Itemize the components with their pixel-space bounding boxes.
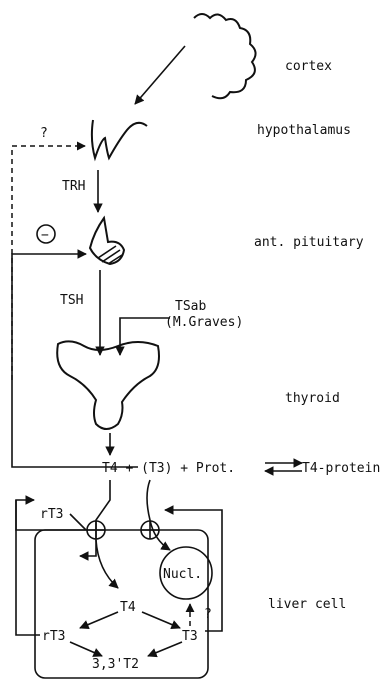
t4-cell-label: T4 (120, 600, 136, 615)
t4-protein-label: T4-protein (302, 461, 380, 476)
tsh-label: TSH (60, 293, 83, 308)
pituitary-hatch-1 (98, 246, 116, 258)
cortex-label: cortex (285, 59, 332, 74)
hypothalamus-label: hypothalamus (257, 123, 351, 138)
minus-sign: − (41, 228, 49, 243)
t4-to-t3-arrow (142, 612, 180, 628)
t4-to-rt3-arrow (80, 612, 118, 628)
question-mark-top: ? (40, 126, 48, 141)
feedback-line (12, 254, 138, 467)
t3-to-t2-arrow (148, 642, 182, 656)
t3-cell-label: T3 (182, 629, 198, 644)
m-graves-label: (M.Graves) (165, 315, 243, 330)
question-mark-nucl: ? (204, 607, 212, 622)
rt3-to-t2-arrow (70, 642, 102, 656)
cortex-arrow (135, 46, 185, 104)
rt3-left-efflux (16, 500, 40, 635)
rt3-top-label: rT3 (40, 507, 63, 522)
t4-uptake-arrow (80, 480, 110, 556)
t4-t3-prot-label: T4 + (T3) + Prot. (102, 461, 235, 476)
trh-label: TRH (62, 179, 85, 194)
t2-label: 3,3'T2 (92, 657, 139, 672)
thyroid-shape (57, 341, 159, 429)
liver-cell-label: liver cell (268, 597, 346, 612)
t4-to-cell-arrow (96, 540, 118, 588)
tsab-label: TSab (175, 299, 206, 314)
thyroid-label: thyroid (285, 391, 340, 406)
tsab-arrow (120, 318, 170, 355)
cortex-shape (194, 14, 256, 98)
nucleus-label: Nucl. (163, 567, 202, 582)
ant-pituitary-label: ant. pituitary (254, 235, 364, 250)
rt3-bottom-label: rT3 (42, 629, 65, 644)
hypothalamus-shape (92, 120, 147, 158)
